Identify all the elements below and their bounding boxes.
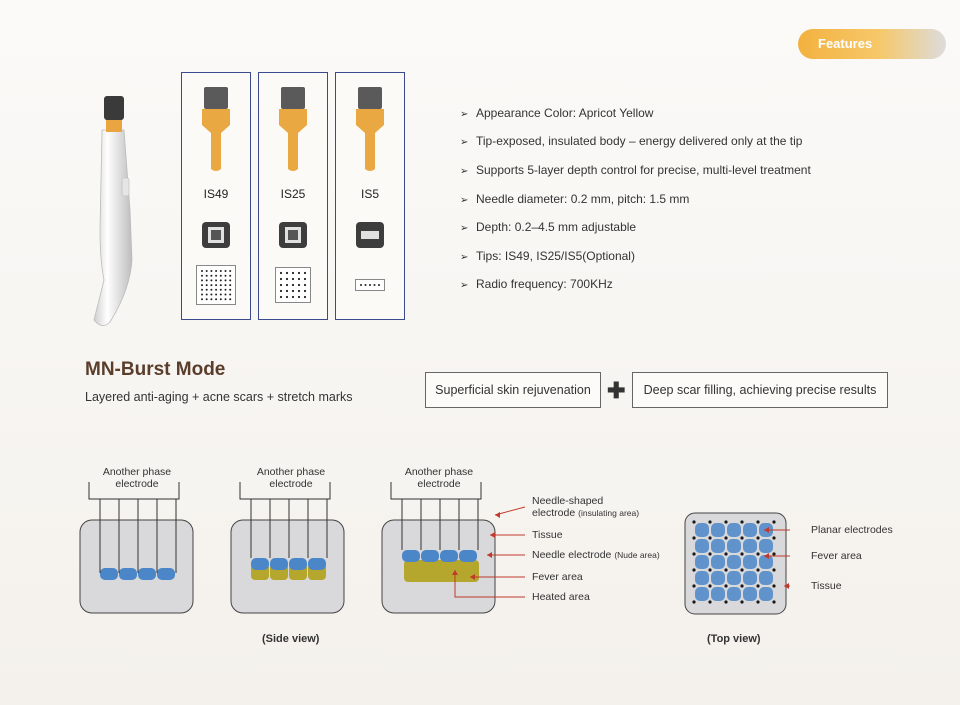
arrow-bullet-icon: ➢ xyxy=(460,223,469,234)
handpiece-illustration xyxy=(93,96,133,326)
arrow-bullet-icon: ➢ xyxy=(460,280,469,291)
tip-card-is5: IS5 xyxy=(335,72,405,320)
feature-item: ➢Needle diameter: 0.2 mm, pitch: 1.5 mm xyxy=(460,192,690,206)
label-heated-area: Heated area xyxy=(532,591,590,603)
arrow-bullet-icon: ➢ xyxy=(460,195,469,206)
feature-item: ➢Supports 5-layer depth control for prec… xyxy=(460,163,811,177)
arrow-bullet-icon: ➢ xyxy=(460,252,469,263)
electrode-bracket xyxy=(88,482,482,500)
arrow-bullet-icon: ➢ xyxy=(460,137,469,148)
feature-item: ➢Tips: IS49, IS25/IS5(Optional) xyxy=(460,249,635,263)
mode-title: MN-Burst Mode xyxy=(85,359,226,380)
feature-item: ➢Appearance Color: Apricot Yellow xyxy=(460,106,654,120)
tip-card-is25: IS25 xyxy=(258,72,328,320)
mode-subtitle: Layered anti-aging + acne scars + stretc… xyxy=(85,390,353,404)
feature-item: ➢Tip-exposed, insulated body – energy de… xyxy=(460,134,803,148)
feature-item: ➢Depth: 0.2–4.5 mm adjustable xyxy=(460,220,637,234)
option-box-superficial: Superficial skin rejuvenation xyxy=(425,372,601,408)
features-badge: Features xyxy=(798,29,946,59)
top-view-diagram xyxy=(684,512,790,615)
top-view-caption: (Top view) xyxy=(707,633,761,645)
needle-grid-49-icon xyxy=(196,265,236,305)
tip-name: IS49 xyxy=(203,187,229,201)
tip-head-icon xyxy=(356,222,384,248)
tip-cartridge-icon xyxy=(356,87,384,171)
label-top-tissue: Tissue xyxy=(811,580,842,592)
side-view-diagram xyxy=(79,482,526,614)
needle-row-5-icon xyxy=(355,279,385,291)
feature-item: ➢Radio frequency: 700KHz xyxy=(460,277,613,291)
annotation-lines xyxy=(454,506,526,598)
tip-head-icon xyxy=(279,222,307,248)
arrow-bullet-icon: ➢ xyxy=(460,109,469,120)
label-tissue: Tissue xyxy=(532,529,563,541)
label-top-fever-area: Fever area xyxy=(811,550,862,562)
side-view-caption: (Side view) xyxy=(262,633,320,645)
tip-head-icon xyxy=(202,222,230,248)
tip-cartridge-icon xyxy=(279,87,307,171)
tip-cartridge-icon xyxy=(202,87,230,171)
option-box-deep: Deep scar filling, achieving precise res… xyxy=(632,372,888,408)
arrow-bullet-icon: ➢ xyxy=(460,166,469,177)
tip-card-is49: IS49 xyxy=(181,72,251,320)
label-fever-area: Fever area xyxy=(532,571,583,583)
label-needle-electrode: Needle electrode (Nude area) xyxy=(532,549,660,561)
plus-icon: ✚ xyxy=(607,378,626,403)
tip-name: IS25 xyxy=(280,187,306,201)
label-planar-electrodes: Planar electrodes xyxy=(811,524,893,536)
needle-grid-25-icon xyxy=(275,267,311,303)
tip-name: IS5 xyxy=(360,187,379,201)
